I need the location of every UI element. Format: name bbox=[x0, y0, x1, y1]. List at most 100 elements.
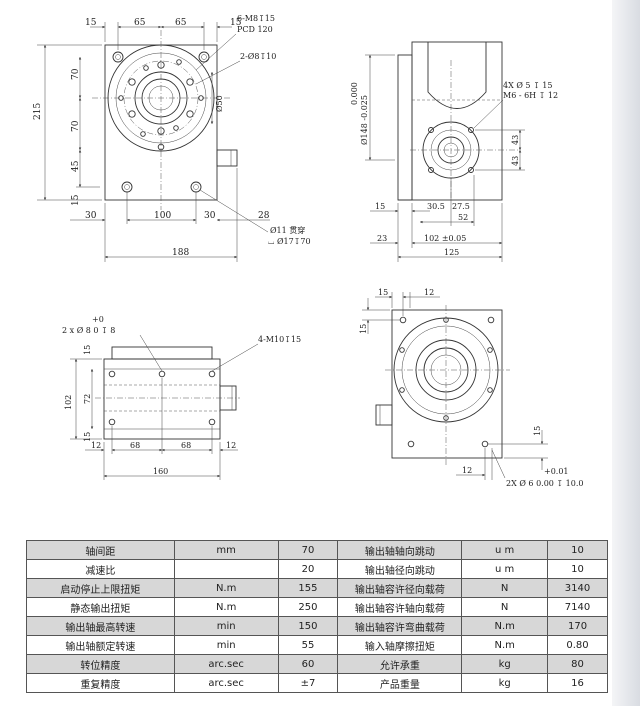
dim-15c-top: 15 bbox=[533, 426, 542, 436]
dim-phi50: Ø50 bbox=[215, 95, 224, 112]
note-m8: 6-M8↧15 bbox=[237, 14, 275, 23]
cell: 启动停止上限扭矩 bbox=[26, 578, 175, 598]
cell: u m bbox=[461, 559, 549, 579]
dim-15a-top: 15 bbox=[378, 288, 388, 297]
dim-12a-bottom: 12 bbox=[91, 441, 101, 450]
dim-43b: 43 bbox=[511, 156, 520, 166]
cell: 减速比 bbox=[26, 559, 175, 579]
dim-12b-bottom: 12 bbox=[226, 441, 236, 450]
dim-70a: 70 bbox=[71, 68, 81, 80]
cell: 输出轴容许弯曲载荷 bbox=[337, 616, 463, 636]
cell: N.m bbox=[461, 635, 549, 655]
dim-68a: 68 bbox=[130, 441, 140, 450]
dim-30-5: 30.5 bbox=[427, 202, 445, 211]
dim-bot-100: 100 bbox=[154, 211, 171, 221]
side-view: 0.000 Ø148 -0.025 4X Ø 5 ↧ 15 M6 - 6H ↧ … bbox=[350, 41, 558, 262]
dim-43a: 43 bbox=[511, 135, 520, 145]
table-row: 减速比 20 输出轴径向跳动 u m 10 bbox=[26, 559, 608, 579]
cell: N.m bbox=[173, 578, 279, 598]
cell: u m bbox=[461, 540, 549, 560]
spec-table: 轴间距 mm 70 输出轴轴向跳动 u m 10 减速比 20 输出轴径向跳动 … bbox=[26, 540, 608, 693]
front-view: 15 65 65 15 6-M8↧15 PCD 120 2-Ø8↧10 215 … bbox=[33, 14, 311, 262]
dim-72: 72 bbox=[83, 394, 92, 404]
dim-bot-30b: 30 bbox=[204, 211, 216, 221]
dim-102-bottom: 102 bbox=[64, 395, 73, 410]
dim-68b: 68 bbox=[181, 441, 191, 450]
dim-188: 188 bbox=[172, 248, 189, 258]
cell: 80 bbox=[547, 654, 608, 674]
bottom-view: +0 2 x Ø 8 0 ↧ 8 4-M10↧15 102 72 15 15 1… bbox=[62, 315, 301, 480]
cell: 10 bbox=[547, 559, 608, 579]
note-2x: 2X Ø 6 0.00 ↧ 10.0 bbox=[506, 479, 583, 488]
dim-215: 215 bbox=[33, 103, 43, 120]
dim-125: 125 bbox=[444, 248, 459, 257]
cell: 55 bbox=[277, 635, 339, 655]
cell: 静态输出扭矩 bbox=[26, 597, 175, 617]
cell: 允许承重 bbox=[337, 654, 463, 674]
note-cbore: ⌴ Ø17↧70 bbox=[268, 237, 311, 246]
dim-28: 28 bbox=[258, 211, 270, 221]
cell: 输出轴轴向跳动 bbox=[337, 540, 463, 560]
cell: mm bbox=[173, 540, 279, 560]
dim-52: 52 bbox=[458, 213, 468, 222]
table-row: 轴间距 mm 70 输出轴轴向跳动 u m 10 bbox=[26, 540, 608, 560]
note-pcd: PCD 120 bbox=[237, 25, 273, 34]
cell: ±7 bbox=[277, 673, 339, 693]
table-row: 静态输出扭矩 N.m 250 输出轴容许轴向载荷 N 7140 bbox=[26, 597, 608, 617]
cell: 输出轴额定转速 bbox=[26, 635, 175, 655]
cell: 输出轴最高转速 bbox=[26, 616, 175, 636]
tol-lower: Ø148 -0.025 bbox=[360, 95, 369, 145]
cell: 10 bbox=[547, 540, 608, 560]
dim-bot-30a: 30 bbox=[85, 211, 97, 221]
spec-table-body: 轴间距 mm 70 输出轴轴向跳动 u m 10 减速比 20 输出轴径向跳动 … bbox=[26, 540, 608, 693]
note-4x: 4X Ø 5 ↧ 15 bbox=[503, 81, 553, 90]
cell: min bbox=[173, 616, 279, 636]
cell: 7140 bbox=[547, 597, 608, 617]
cell: arc.sec bbox=[173, 654, 279, 674]
cell: kg bbox=[461, 654, 549, 674]
dim-15: 15 bbox=[375, 202, 385, 211]
dim-top-15: 15 bbox=[85, 18, 97, 28]
note-hole: Ø11 贯穿 bbox=[270, 225, 305, 235]
right-edge-panel bbox=[612, 0, 640, 706]
technical-drawing: 15 65 65 15 6-M8↧15 PCD 120 2-Ø8↧10 215 … bbox=[33, 14, 583, 488]
cell: 0.80 bbox=[547, 635, 608, 655]
dim-top-65b: 65 bbox=[175, 18, 187, 28]
dim-23: 23 bbox=[377, 234, 387, 243]
cell: 16 bbox=[547, 673, 608, 693]
note-pin-bottom: 2 x Ø 8 0 ↧ 8 bbox=[62, 326, 115, 335]
cell: N.m bbox=[461, 616, 549, 636]
tol-plus-top: +0.01 bbox=[544, 467, 569, 476]
table-row: 重复精度 arc.sec ±7 产品重量 kg 16 bbox=[26, 673, 608, 693]
cell: kg bbox=[461, 673, 549, 693]
cell: 250 bbox=[277, 597, 339, 617]
table-row: 启动停止上限扭矩 N.m 155 输出轴容许径向载荷 N 3140 bbox=[26, 578, 608, 598]
dim-15b-top: 15 bbox=[359, 324, 368, 334]
cell: 输出轴径向跳动 bbox=[337, 559, 463, 579]
note-pin: 2-Ø8↧10 bbox=[240, 52, 276, 61]
cell: 转位精度 bbox=[26, 654, 175, 674]
cell: 170 bbox=[547, 616, 608, 636]
cell: N bbox=[461, 597, 549, 617]
cell: 3140 bbox=[547, 578, 608, 598]
table-row: 输出轴最高转速 min 150 输出轴容许弯曲载荷 N.m 170 bbox=[26, 616, 608, 636]
cell: 150 bbox=[277, 616, 339, 636]
dim-top-65a: 65 bbox=[134, 18, 146, 28]
dim-15b-bottom: 15 bbox=[83, 432, 92, 442]
note-m10: 4-M10↧15 bbox=[258, 335, 301, 344]
dim-12b-top: 12 bbox=[462, 466, 472, 475]
cell: min bbox=[173, 635, 279, 655]
table-row: 输出轴额定转速 min 55 输入轴摩擦扭矩 N.m 0.80 bbox=[26, 635, 608, 655]
cell: 70 bbox=[277, 540, 339, 560]
cell: N bbox=[461, 578, 549, 598]
tol-upper: 0.000 bbox=[350, 82, 359, 105]
cell: 输出轴容许径向载荷 bbox=[337, 578, 463, 598]
dim-12a-top: 12 bbox=[424, 288, 434, 297]
dim-45: 45 bbox=[71, 160, 81, 172]
dim-102: 102 ±0.05 bbox=[424, 234, 466, 243]
cell: 输出轴容许轴向载荷 bbox=[337, 597, 463, 617]
note-m6: M6 - 6H ↧ 12 bbox=[503, 91, 558, 100]
cell: 输入轴摩擦扭矩 bbox=[337, 635, 463, 655]
cell: 轴间距 bbox=[26, 540, 175, 560]
cell: 产品重量 bbox=[337, 673, 463, 693]
